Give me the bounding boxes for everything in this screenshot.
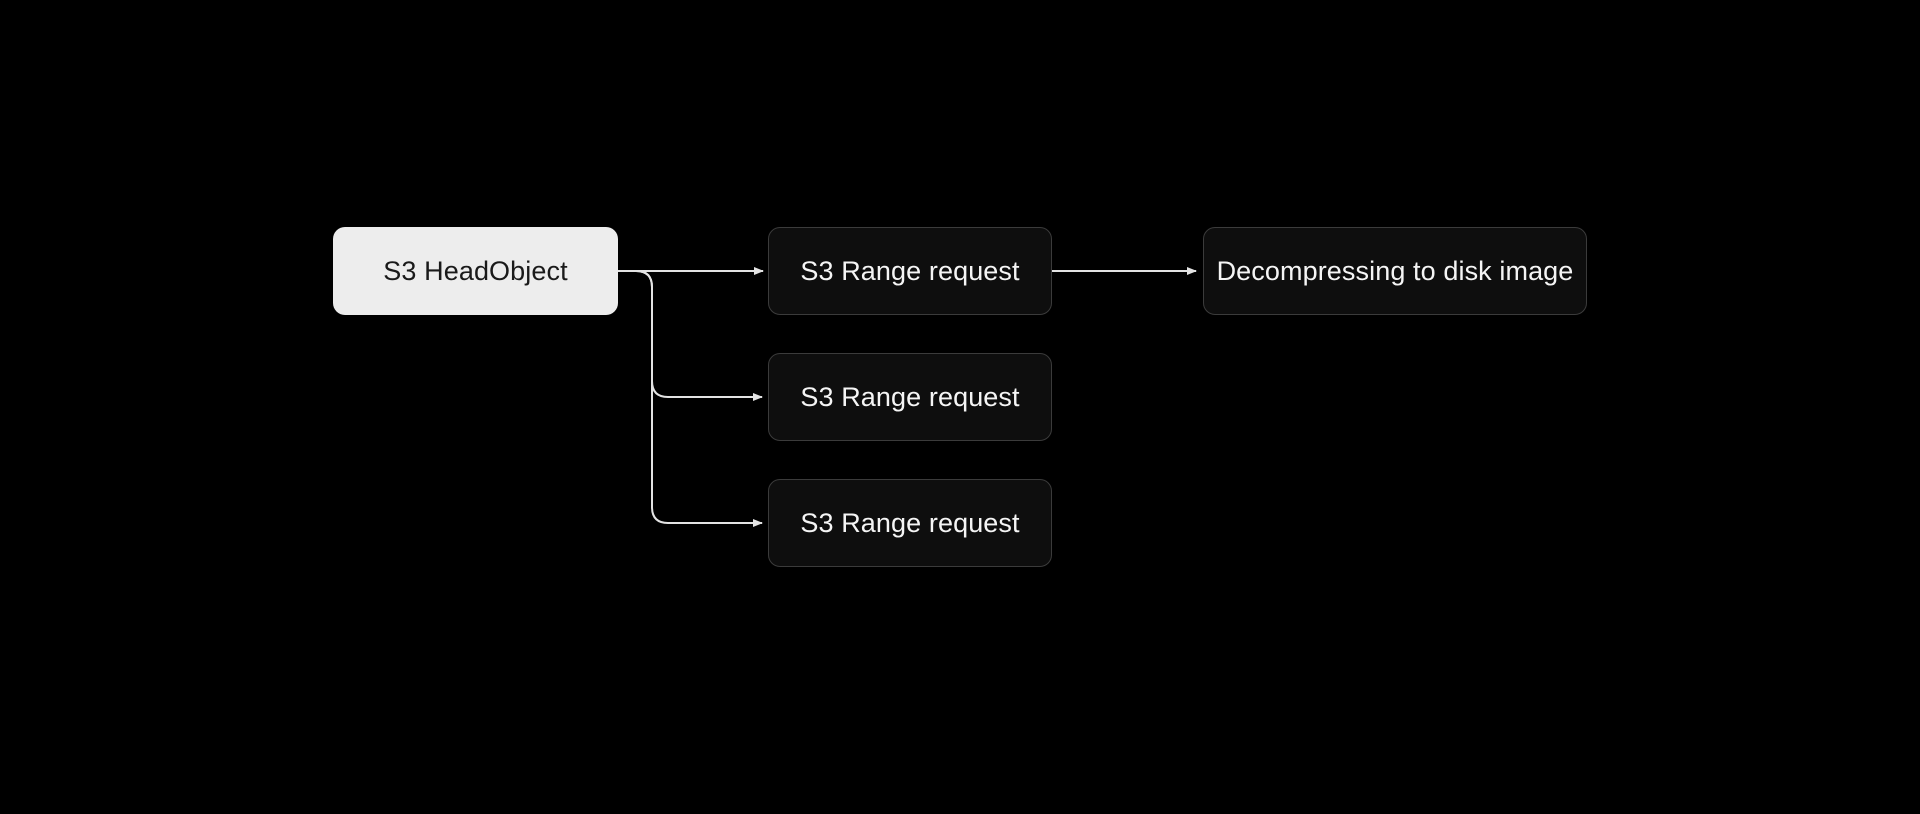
edge-headobject-to-range2 <box>618 270 763 401</box>
node-label: Decompressing to disk image <box>1216 255 1574 286</box>
node-label: S3 Range request <box>800 507 1020 538</box>
node-s3-head-object: S3 HeadObject <box>333 227 618 315</box>
node-s3-range-request-1: S3 Range request <box>768 227 1052 315</box>
node-s3-range-request-3: S3 Range request <box>768 479 1052 567</box>
node-label: S3 Range request <box>800 255 1020 286</box>
edge-headobject-to-range3 <box>618 270 763 527</box>
node-label: S3 Range request <box>800 381 1020 412</box>
node-label: S3 HeadObject <box>383 255 568 286</box>
node-decompressing-to-disk-image: Decompressing to disk image <box>1203 227 1587 315</box>
node-s3-range-request-2: S3 Range request <box>768 353 1052 441</box>
